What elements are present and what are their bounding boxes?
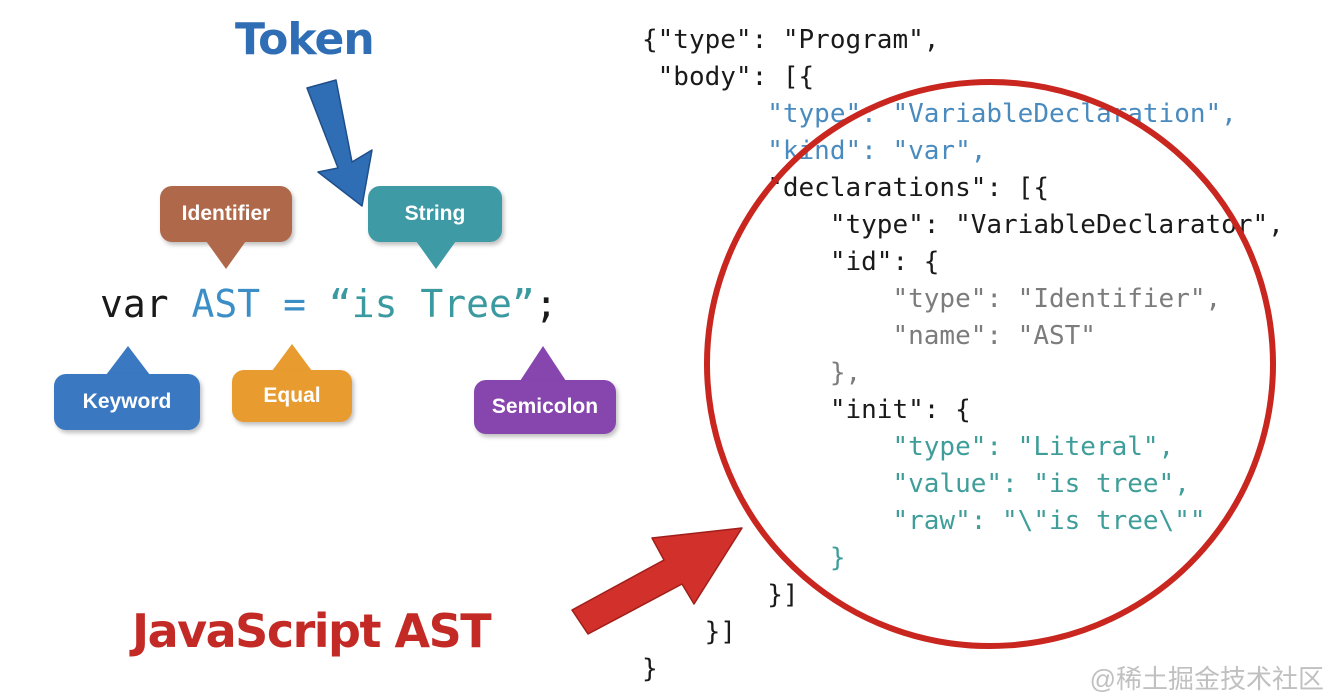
json-line: } (642, 654, 658, 684)
json-line: "type": "Identifier", (642, 284, 1222, 314)
identifier-label: Identifier (160, 186, 292, 242)
semicolon-label: Semicolon (474, 380, 616, 434)
json-line: {"type": "Program", (642, 25, 940, 55)
token-title: Token (235, 14, 375, 65)
json-line: "value": "is tree", (642, 469, 1190, 499)
keyword-label-pointer (106, 346, 150, 375)
code-keyword: var (100, 282, 169, 326)
json-line: } (642, 543, 846, 573)
json-line: "raw": "\"is tree\"" (642, 506, 1206, 536)
json-line: }] (642, 580, 799, 610)
keyword-label: Keyword (54, 374, 200, 430)
token-arrow-icon (306, 79, 373, 207)
semicolon-label-pointer (520, 346, 566, 381)
code-identifier: AST (191, 282, 261, 326)
json-line: "init": { (642, 395, 971, 425)
json-line: "name": "AST" (642, 321, 1096, 351)
json-line: "kind": "var", (642, 136, 987, 166)
highlight-circle (704, 78, 1276, 650)
watermark: @稀土掘金技术社区 (1089, 664, 1324, 694)
identifier-label-pointer (206, 241, 246, 269)
json-line: }, (642, 358, 862, 388)
code-string: “is Tree” (328, 282, 535, 326)
equal-label-pointer (272, 344, 312, 371)
json-line: }] (642, 617, 736, 647)
code-semicolon: ; (534, 282, 558, 326)
ast-arrow-icon (571, 527, 743, 635)
source-code-line: var AST = “is Tree”; (100, 282, 558, 326)
javascript-ast-title: JavaScript AST (132, 604, 492, 658)
json-line: "id": { (642, 247, 940, 277)
string-label: String (368, 186, 502, 242)
equal-label: Equal (232, 370, 352, 422)
json-line: "declarations": [{ (642, 173, 1049, 203)
string-label-pointer (416, 241, 456, 269)
json-line: "type": "Literal", (642, 432, 1175, 462)
json-line: "body": [{ (642, 62, 815, 92)
json-line: "type": "VariableDeclaration", (642, 99, 1237, 129)
code-equal: = (283, 282, 306, 326)
